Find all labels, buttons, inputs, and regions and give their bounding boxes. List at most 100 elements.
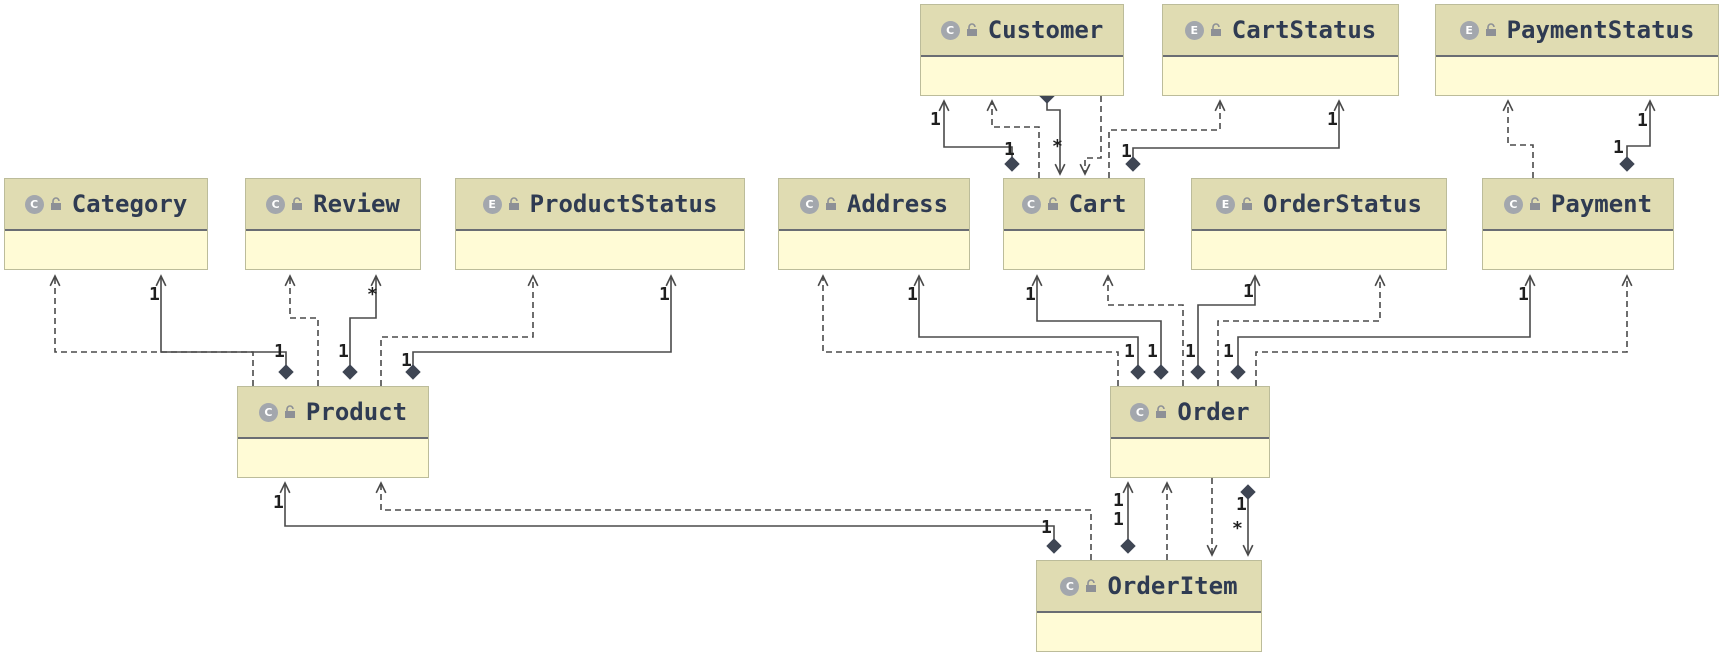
association-line [160, 276, 287, 372]
node-title: OrderItem [1107, 572, 1238, 600]
arrowhead-icon [284, 274, 296, 287]
association-line [284, 483, 1055, 546]
multiplicity-label: 1 [930, 109, 941, 130]
node-header: C Address [779, 179, 969, 231]
node-header: C Cart [1004, 179, 1144, 231]
composition-diamond-icon [1130, 364, 1146, 380]
association-line [1036, 276, 1162, 372]
class-badge-icon: C [1060, 576, 1080, 596]
dependency-line [1255, 276, 1628, 386]
node-title: OrderStatus [1263, 190, 1422, 218]
arrowhead-icon [375, 481, 387, 494]
node-title: Product [305, 398, 408, 426]
enum-badge-icon: E [482, 194, 502, 214]
node-review[interactable]: C Review [245, 178, 421, 270]
arrowhead-icon [913, 274, 925, 287]
node-product[interactable]: C Product [237, 386, 429, 478]
composition-diamond-icon [405, 364, 421, 380]
multiplicity-label: * [1052, 136, 1063, 157]
node-payment[interactable]: C Payment [1482, 178, 1674, 270]
node-header: C Payment [1483, 179, 1673, 231]
enum-badge-icon: E [1216, 194, 1236, 214]
class-badge-icon: C [1503, 194, 1523, 214]
multiplicity-label: 1 [1004, 139, 1015, 160]
lock-icon [1529, 197, 1540, 210]
node-customer[interactable]: C Customer [920, 4, 1124, 96]
multiplicity-label: 1 [338, 341, 349, 362]
multiplicity-label: 1 [1113, 509, 1124, 530]
dependency-line [380, 483, 1092, 560]
composition-diamond-icon [1120, 538, 1136, 554]
node-product-status[interactable]: E ProductStatus [455, 178, 745, 270]
lock-icon [1047, 197, 1058, 210]
dependency-line [1217, 276, 1381, 386]
arrowhead-icon [817, 274, 829, 287]
association-line [1626, 101, 1651, 164]
node-title: PaymentStatus [1506, 16, 1695, 44]
node-header: E OrderStatus [1192, 179, 1446, 231]
dependency-line [1107, 276, 1184, 386]
node-address[interactable]: C Address [778, 178, 970, 270]
arrowhead-icon [155, 274, 167, 287]
lock-icon [1156, 405, 1167, 418]
class-badge-icon: C [1021, 194, 1041, 214]
arrowhead-icon [1054, 163, 1066, 176]
node-title: Review [313, 190, 400, 218]
node-title: Cart [1068, 190, 1127, 218]
lock-icon [284, 405, 295, 418]
class-badge-icon: C [24, 194, 44, 214]
node-cart-status[interactable]: E CartStatus [1162, 4, 1399, 96]
class-badge-icon: C [940, 20, 960, 40]
node-header: C Product [238, 387, 428, 439]
multiplicity-label: * [1232, 518, 1243, 539]
lock-icon [825, 197, 836, 210]
multiplicity-label: 1 [1124, 341, 1135, 362]
node-order-status[interactable]: E OrderStatus [1191, 178, 1447, 270]
node-title: CartStatus [1231, 16, 1377, 44]
arrowhead-icon [370, 274, 382, 287]
arrowhead-icon [1242, 544, 1254, 557]
association-line [943, 101, 1013, 164]
composition-diamond-icon [1004, 156, 1020, 172]
arrowhead-icon [1333, 99, 1345, 112]
node-header: C Category [5, 179, 207, 231]
node-category[interactable]: C Category [4, 178, 208, 270]
multiplicity-label: 1 [1185, 341, 1196, 362]
composition-diamond-icon [1230, 364, 1246, 380]
arrowhead-icon [1122, 481, 1134, 494]
arrowhead-icon [1502, 99, 1514, 112]
association-line [918, 276, 1139, 372]
node-order-item[interactable]: C OrderItem [1036, 560, 1262, 652]
arrowhead-icon [1644, 99, 1656, 112]
arrowhead-icon [1621, 274, 1633, 287]
multiplicity-label: 1 [1025, 284, 1036, 305]
association-line [1237, 276, 1531, 372]
multiplicity-label: 1 [659, 284, 670, 305]
class-badge-icon: C [258, 402, 278, 422]
multiplicity-label: 1 [1113, 490, 1124, 511]
composition-diamond-icon [1046, 538, 1062, 554]
composition-diamond-icon [1240, 484, 1256, 500]
multiplicity-label: 1 [1236, 494, 1247, 515]
multiplicity-label: 1 [1637, 110, 1648, 131]
composition-diamond-icon [1125, 156, 1141, 172]
multiplicity-label: 1 [401, 350, 412, 371]
arrowhead-icon [1102, 274, 1114, 287]
multiplicity-label: 1 [1041, 517, 1052, 538]
lock-icon [50, 197, 61, 210]
node-title: ProductStatus [529, 190, 718, 218]
multiplicity-label: 1 [149, 284, 160, 305]
node-header: C Review [246, 179, 420, 231]
node-order[interactable]: C Order [1110, 386, 1270, 478]
node-header: C Customer [921, 5, 1123, 57]
multiplicity-label: 1 [1121, 141, 1132, 162]
node-cart[interactable]: C Cart [1003, 178, 1145, 270]
multiplicity-label: 1 [1223, 341, 1234, 362]
node-header: C Order [1111, 387, 1269, 439]
dependency-line [1108, 101, 1221, 178]
node-payment-status[interactable]: E PaymentStatus [1435, 4, 1719, 96]
multiplicity-label: 1 [1243, 281, 1254, 302]
arrowhead-icon [49, 274, 61, 287]
enum-badge-icon: E [1184, 20, 1204, 40]
